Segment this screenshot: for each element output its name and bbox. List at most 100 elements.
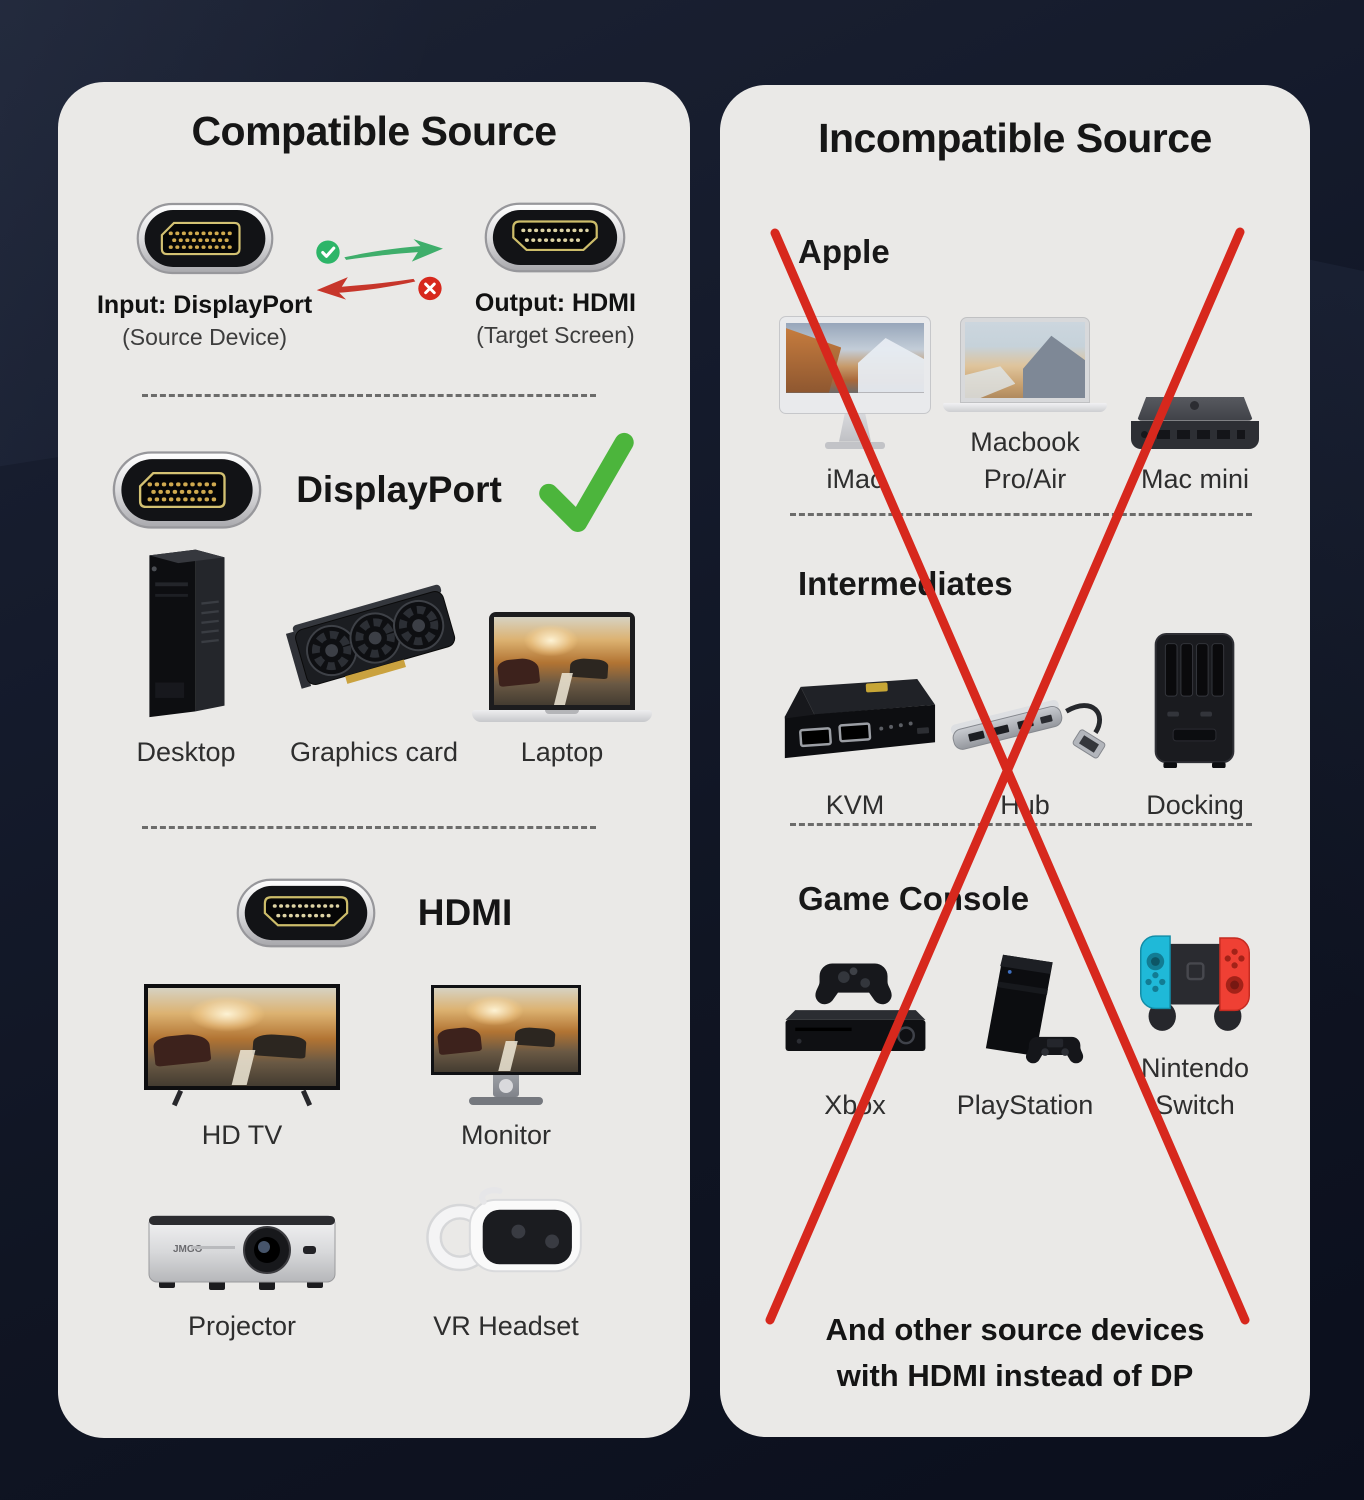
device-nintendo-switch: Nintendo Switch <box>1110 935 1280 1123</box>
intermediates-devices-row: KVM <box>770 627 1280 823</box>
device-hdtv: HD TV <box>110 983 374 1153</box>
section-heading-apple: Apple <box>798 233 890 270</box>
device-label: Desktop <box>136 736 236 767</box>
device-desktop: Desktop <box>92 549 280 770</box>
device-mac-mini: Mac mini <box>1110 297 1280 497</box>
vr-headset-illustration <box>426 1186 582 1272</box>
car-silhouette <box>437 1025 483 1056</box>
laptop-base <box>472 709 652 722</box>
compatible-title: Compatible Source <box>191 108 557 154</box>
device-label: Macbook Pro/Air <box>970 427 1080 494</box>
connector-pair-row: Input: DisplayPort (Source Device) <box>94 202 666 351</box>
hdmi-devices-row-1: HD TV Monitor <box>110 983 638 1153</box>
output-connector-block: Output: HDMI (Target Screen) <box>445 202 666 351</box>
divider <box>142 826 596 829</box>
device-laptop: Laptop <box>468 558 656 770</box>
mac-mini-top <box>1137 396 1253 421</box>
divider <box>142 394 596 397</box>
incompatible-title: Incompatible Source <box>818 115 1212 161</box>
desktop-illustration <box>149 549 225 717</box>
hdmi-row: HDMI <box>58 868 690 958</box>
compatible-panel: Compatible Source Input: DisplayPort (So… <box>58 82 690 1438</box>
device-label: Graphics card <box>289 736 459 767</box>
output-label: Output: HDMI <box>474 289 636 317</box>
nintendo-switch-illustration <box>1140 935 1250 1032</box>
device-label: Nintendo Switch <box>1140 1053 1250 1120</box>
device-label: PlayStation <box>956 1089 1094 1120</box>
direction-arrows-icon <box>316 239 444 301</box>
device-vr-headset: VR Headset <box>374 1182 638 1344</box>
incompatible-panel: Incompatible Source Apple iMac <box>720 85 1310 1437</box>
section-heading-intermediates: Intermediates <box>798 565 1013 602</box>
game-scene <box>434 987 578 1072</box>
xbox-illustration <box>785 963 926 1051</box>
svg-text:JMGO: JMGO <box>173 1244 203 1255</box>
car-silhouette <box>496 656 541 688</box>
footer-line-1: And other source devices <box>825 1312 1205 1347</box>
hdmi-label: HDMI <box>417 892 513 933</box>
game-scene <box>148 987 336 1086</box>
device-label: VR Headset <box>433 1310 579 1341</box>
device-imac: iMac <box>770 297 940 497</box>
hdtv-illustration <box>144 983 340 1106</box>
device-monitor: Monitor <box>374 984 638 1153</box>
game-scene <box>494 616 630 705</box>
imac-illustration <box>779 315 931 449</box>
laptop-illustration <box>472 611 652 722</box>
projector-illustration: JMGO <box>148 1215 336 1290</box>
displayport-row: DisplayPort <box>58 422 690 558</box>
device-label: Xbox <box>824 1089 886 1120</box>
playstation-illustration <box>985 954 1084 1063</box>
desert-wallpaper <box>965 322 1085 399</box>
device-hub: Hub <box>940 627 1110 823</box>
incompatible-footer: And other source devices with HDMI inste… <box>720 1307 1310 1399</box>
mountain-wallpaper <box>786 322 924 393</box>
hdmi-devices-row-2: JMGO Projector <box>110 1182 638 1344</box>
input-connector-block: Input: DisplayPort (Source Device) <box>94 202 315 351</box>
macbook-base <box>943 403 1107 413</box>
device-playstation: PlayStation <box>940 937 1110 1123</box>
mac-mini-illustration <box>1131 396 1259 449</box>
macbook-illustration <box>943 317 1107 413</box>
device-label: HD TV <box>201 1119 283 1150</box>
displayport-connector-icon <box>136 202 273 275</box>
divider <box>790 513 1252 516</box>
device-label: KVM <box>825 789 885 820</box>
section-heading-game-console: Game Console <box>798 880 1030 917</box>
device-kvm: KVM <box>770 627 940 823</box>
monitor-stand <box>493 1074 519 1097</box>
footer-line-2: with HDMI instead of DP <box>836 1357 1194 1393</box>
car-silhouette <box>569 657 609 680</box>
divider <box>790 823 1252 826</box>
car-silhouette <box>252 1032 307 1058</box>
usb-hub-illustration <box>950 699 1106 759</box>
imac-base <box>825 441 885 449</box>
device-label: Hub <box>1000 789 1050 820</box>
device-label: Projector <box>187 1310 297 1341</box>
imac-stand <box>839 413 871 442</box>
game-console-devices-row: Xbox PlayStation <box>770 935 1280 1123</box>
device-projector: JMGO Projector <box>110 1182 374 1344</box>
displayport-connector-icon <box>112 451 262 529</box>
device-label: Laptop <box>520 736 604 767</box>
docking-station-illustration <box>1154 632 1235 768</box>
input-sublabel: (Source Device) <box>122 324 288 350</box>
apple-devices-row: iMac Macbook Pro/Air Mac <box>770 297 1280 497</box>
graphics-card-illustration <box>285 584 456 689</box>
car-silhouette <box>152 1031 212 1067</box>
mac-mini-ports <box>1131 420 1259 449</box>
monitor-base <box>469 1096 543 1105</box>
device-xbox: Xbox <box>770 937 940 1123</box>
device-label: Monitor <box>460 1119 552 1150</box>
displayport-label: DisplayPort <box>296 469 502 510</box>
kvm-illustration <box>784 678 936 758</box>
hdmi-connector-icon <box>485 202 626 273</box>
car-silhouette <box>514 1026 556 1048</box>
device-label: Docking <box>1146 789 1244 820</box>
big-check-icon <box>538 432 634 532</box>
tv-legs <box>167 1089 317 1106</box>
displayport-devices-row: Desktop <box>92 549 656 770</box>
output-sublabel: (Target Screen) <box>476 322 635 348</box>
device-label: iMac <box>826 463 884 494</box>
